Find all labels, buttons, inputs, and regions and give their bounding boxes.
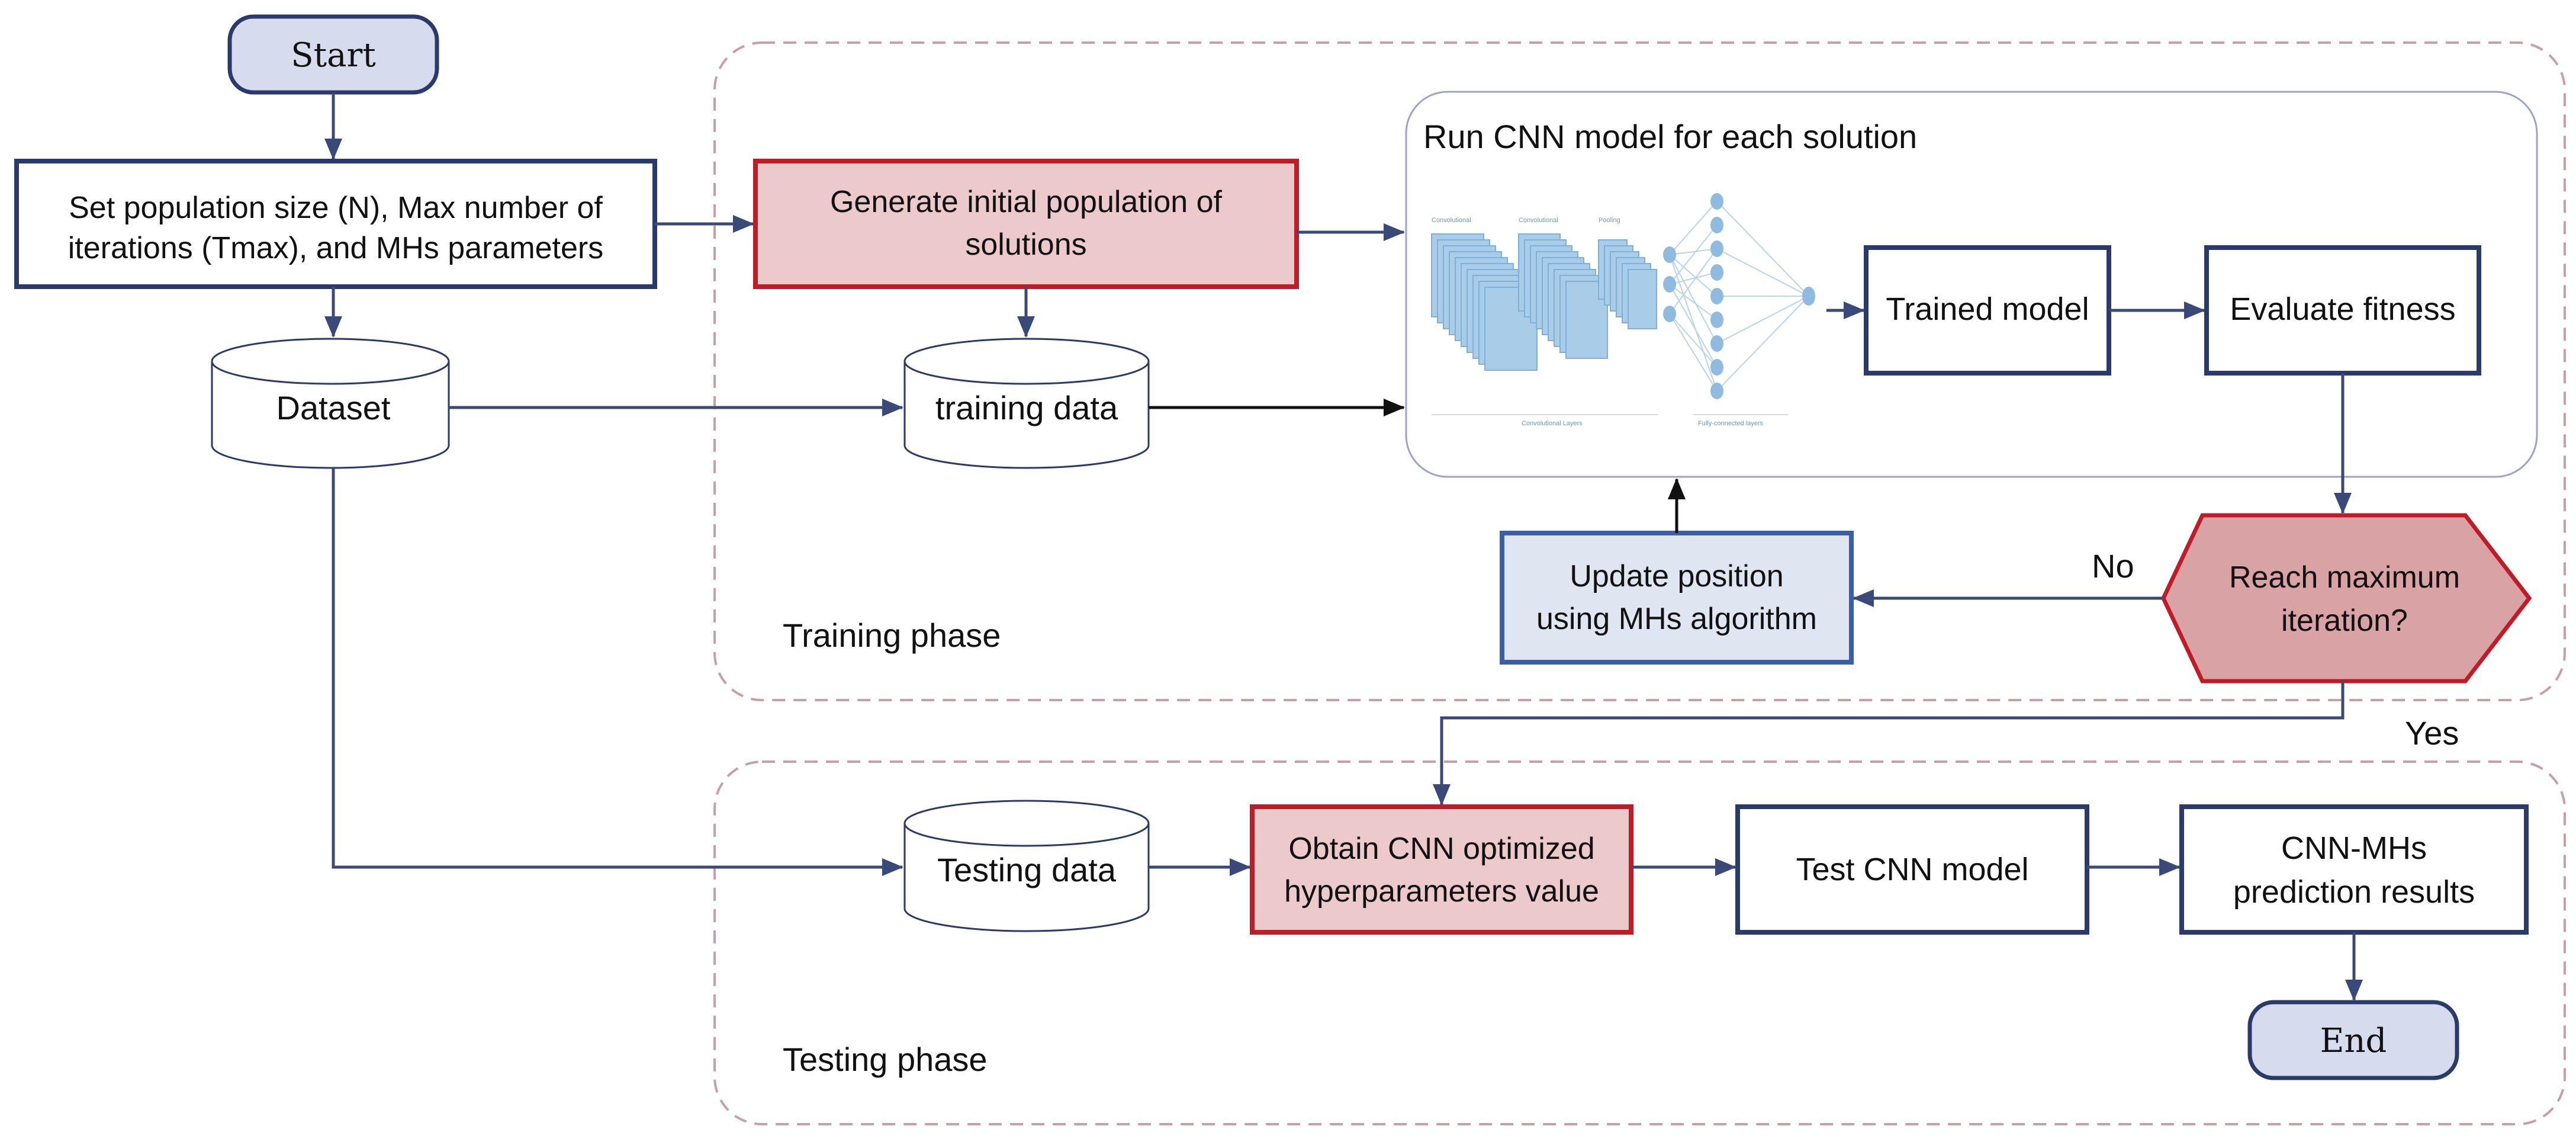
generate-population-box bbox=[753, 159, 1299, 289]
fc-nodes bbox=[1663, 193, 1815, 399]
cnn-label-conv-layers: Convolutional Layers bbox=[1522, 420, 1583, 427]
testing-data-cylinder bbox=[903, 800, 1150, 932]
update-position-line1: Update position bbox=[1570, 559, 1783, 593]
evaluate-fitness-label: Evaluate fitness bbox=[2230, 291, 2455, 327]
fc-connections bbox=[1669, 201, 1809, 392]
training-data-label: training data bbox=[935, 389, 1118, 426]
reach-max-line2: iteration? bbox=[2281, 604, 2408, 638]
arrow-dataset-to-testing-data bbox=[332, 468, 903, 876]
black-connectors bbox=[1149, 399, 1686, 533]
generate-population-line2: solutions bbox=[965, 227, 1086, 262]
generate-population-line1: Generate initial population of bbox=[830, 185, 1223, 219]
cnn-label-conv2: Convolutional bbox=[1519, 217, 1558, 224]
conv-stack-1 bbox=[1431, 233, 1538, 371]
obtain-cnn-line2: hyperparameters value bbox=[1284, 874, 1599, 909]
prediction-results-box bbox=[2179, 804, 2529, 935]
start-label: Start bbox=[291, 36, 376, 75]
testing-phase-label: Testing phase bbox=[783, 1041, 988, 1078]
connectors bbox=[324, 92, 2363, 1001]
obtain-cnn-line1: Obtain CNN optimized bbox=[1288, 832, 1594, 866]
cnn-label-conv1: Convolutional bbox=[1432, 217, 1471, 224]
set-parameters-line2: iterations (Tmax), and MHs parameters bbox=[68, 231, 604, 265]
end-label: End bbox=[2320, 1022, 2387, 1060]
set-parameters-box bbox=[14, 159, 657, 289]
results-line1: CNN-MHs bbox=[2281, 830, 2427, 866]
results-line2: prediction results bbox=[2233, 874, 2475, 910]
evaluate-fitness-box bbox=[2204, 245, 2481, 376]
training-phase-region bbox=[713, 41, 2566, 701]
yes-label: Yes bbox=[2405, 714, 2459, 752]
testing-data-label: Testing data bbox=[937, 851, 1117, 888]
dataset-label: Dataset bbox=[276, 389, 391, 426]
arrow-decision-to-obtain bbox=[1433, 681, 2345, 806]
set-parameters-line1: Set population size (N), Max number of bbox=[69, 191, 603, 225]
cnn-label-fc-layers: Fully-connected layers bbox=[1698, 420, 1764, 427]
update-position-box bbox=[1500, 531, 1854, 665]
update-position-line2: using MHs algorithm bbox=[1536, 602, 1817, 636]
pool-stack bbox=[1598, 239, 1657, 329]
cnn-architecture-figure: Convolutional Convolutional Pooling bbox=[1431, 193, 1815, 427]
test-cnn-box bbox=[1735, 804, 2089, 935]
cnn-label-pool: Pooling bbox=[1599, 217, 1620, 224]
obtain-cnn-box bbox=[1250, 804, 1633, 935]
reach-max-line1: Reach maximum bbox=[2229, 560, 2460, 595]
dataset-cylinder bbox=[211, 338, 450, 469]
trained-model-label: Trained model bbox=[1886, 291, 2089, 327]
end-terminal bbox=[2247, 1000, 2459, 1080]
run-cnn-title: Run CNN model for each solution bbox=[1423, 118, 1917, 155]
testing-phase-region bbox=[713, 761, 2566, 1125]
no-label: No bbox=[2092, 547, 2134, 585]
training-phase-label: Training phase bbox=[783, 617, 1001, 654]
reach-max-iteration-decision bbox=[2161, 513, 2532, 684]
test-cnn-label: Test CNN model bbox=[1796, 852, 2028, 887]
training-data-cylinder bbox=[903, 338, 1150, 469]
conv-stack-2 bbox=[1518, 233, 1608, 359]
